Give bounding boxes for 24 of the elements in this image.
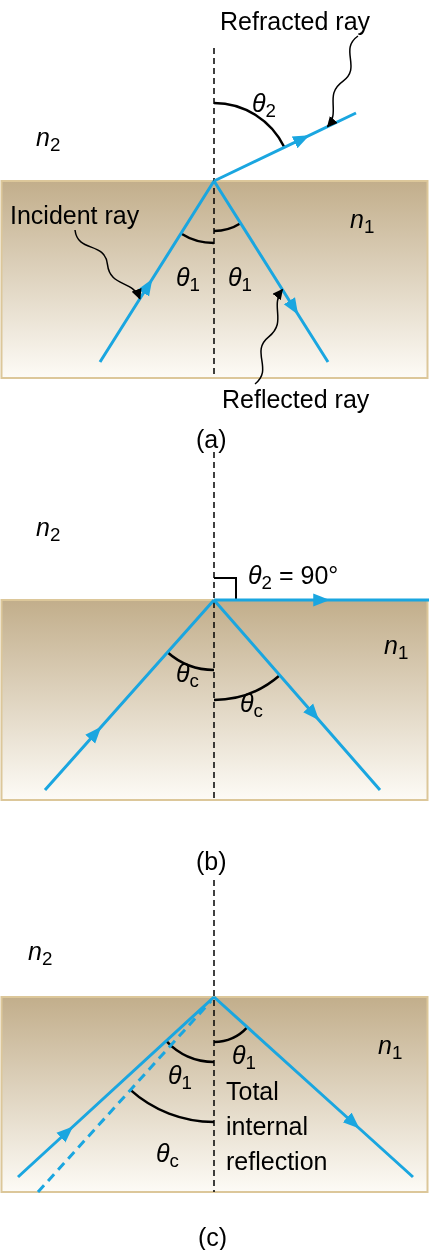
panel-caption: (b) — [196, 846, 227, 876]
angle-label: θ$_{1}$ — [168, 1060, 192, 1090]
leader-line — [254, 288, 284, 385]
angle-label: θ$_{c}$ — [156, 1138, 179, 1168]
medium-label: n$_{1}$ — [384, 630, 409, 660]
angle-label: θ$_{2}$ — [252, 88, 276, 118]
leader-line — [74, 229, 141, 300]
angle-label: θ$_{1}$ — [176, 262, 200, 292]
medium-label: n$_{2}$ — [36, 122, 61, 152]
ray-label: Reflected ray — [222, 384, 370, 414]
angle-label: θ$_{2}$ = 90° — [248, 560, 339, 590]
medium-label: n$_{2}$ — [28, 936, 53, 966]
medium-label: n$_{2}$ — [36, 512, 61, 542]
note-text: Total internal reflection — [226, 1076, 329, 1177]
angle-label: θ$_{1}$ — [228, 262, 252, 292]
ray-label: Incident ray — [10, 200, 140, 230]
ray-label: Refracted ray — [220, 6, 371, 36]
panel-caption: (a) — [196, 424, 227, 454]
medium-label: n$_{1}$ — [378, 1030, 403, 1060]
leader-line — [326, 35, 359, 128]
medium-label: n$_{1}$ — [350, 204, 375, 234]
angle-label: θ$_{1}$ — [232, 1040, 256, 1070]
light-ray — [212, 180, 330, 363]
light-ray — [98, 180, 216, 363]
